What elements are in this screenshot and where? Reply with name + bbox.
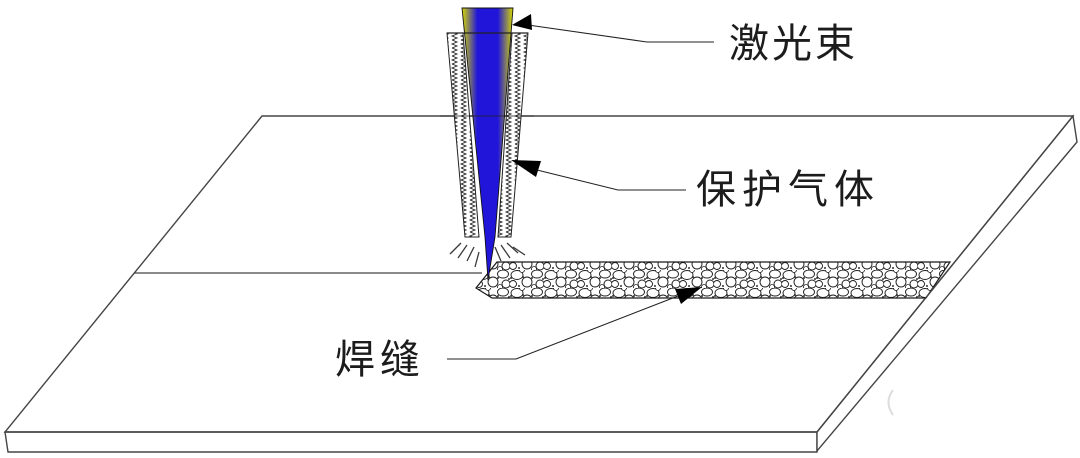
gas-spray-lines xyxy=(449,242,526,268)
leader-laser-beam xyxy=(512,14,714,43)
laser-beam-label: 激光束 xyxy=(729,21,858,66)
watermark-arc xyxy=(887,389,894,416)
plate-top-outline xyxy=(3,115,1075,433)
laser-beam xyxy=(440,7,534,281)
gas-nozzle xyxy=(446,32,529,238)
shielding-gas-label: 保护气体 xyxy=(696,167,880,212)
arrowhead-weld xyxy=(675,287,702,304)
plate-front-face xyxy=(4,431,818,453)
leader-shielding-gas xyxy=(511,160,686,191)
laser-beam-cone xyxy=(461,7,514,281)
weld-seam xyxy=(475,261,952,299)
arrowhead-laser xyxy=(512,14,532,30)
weld-seam-label: 焊缝 xyxy=(335,337,425,382)
leader-weld-seam xyxy=(447,287,702,360)
arrowhead-gas xyxy=(511,160,541,177)
weld-seam-strip xyxy=(475,261,952,299)
